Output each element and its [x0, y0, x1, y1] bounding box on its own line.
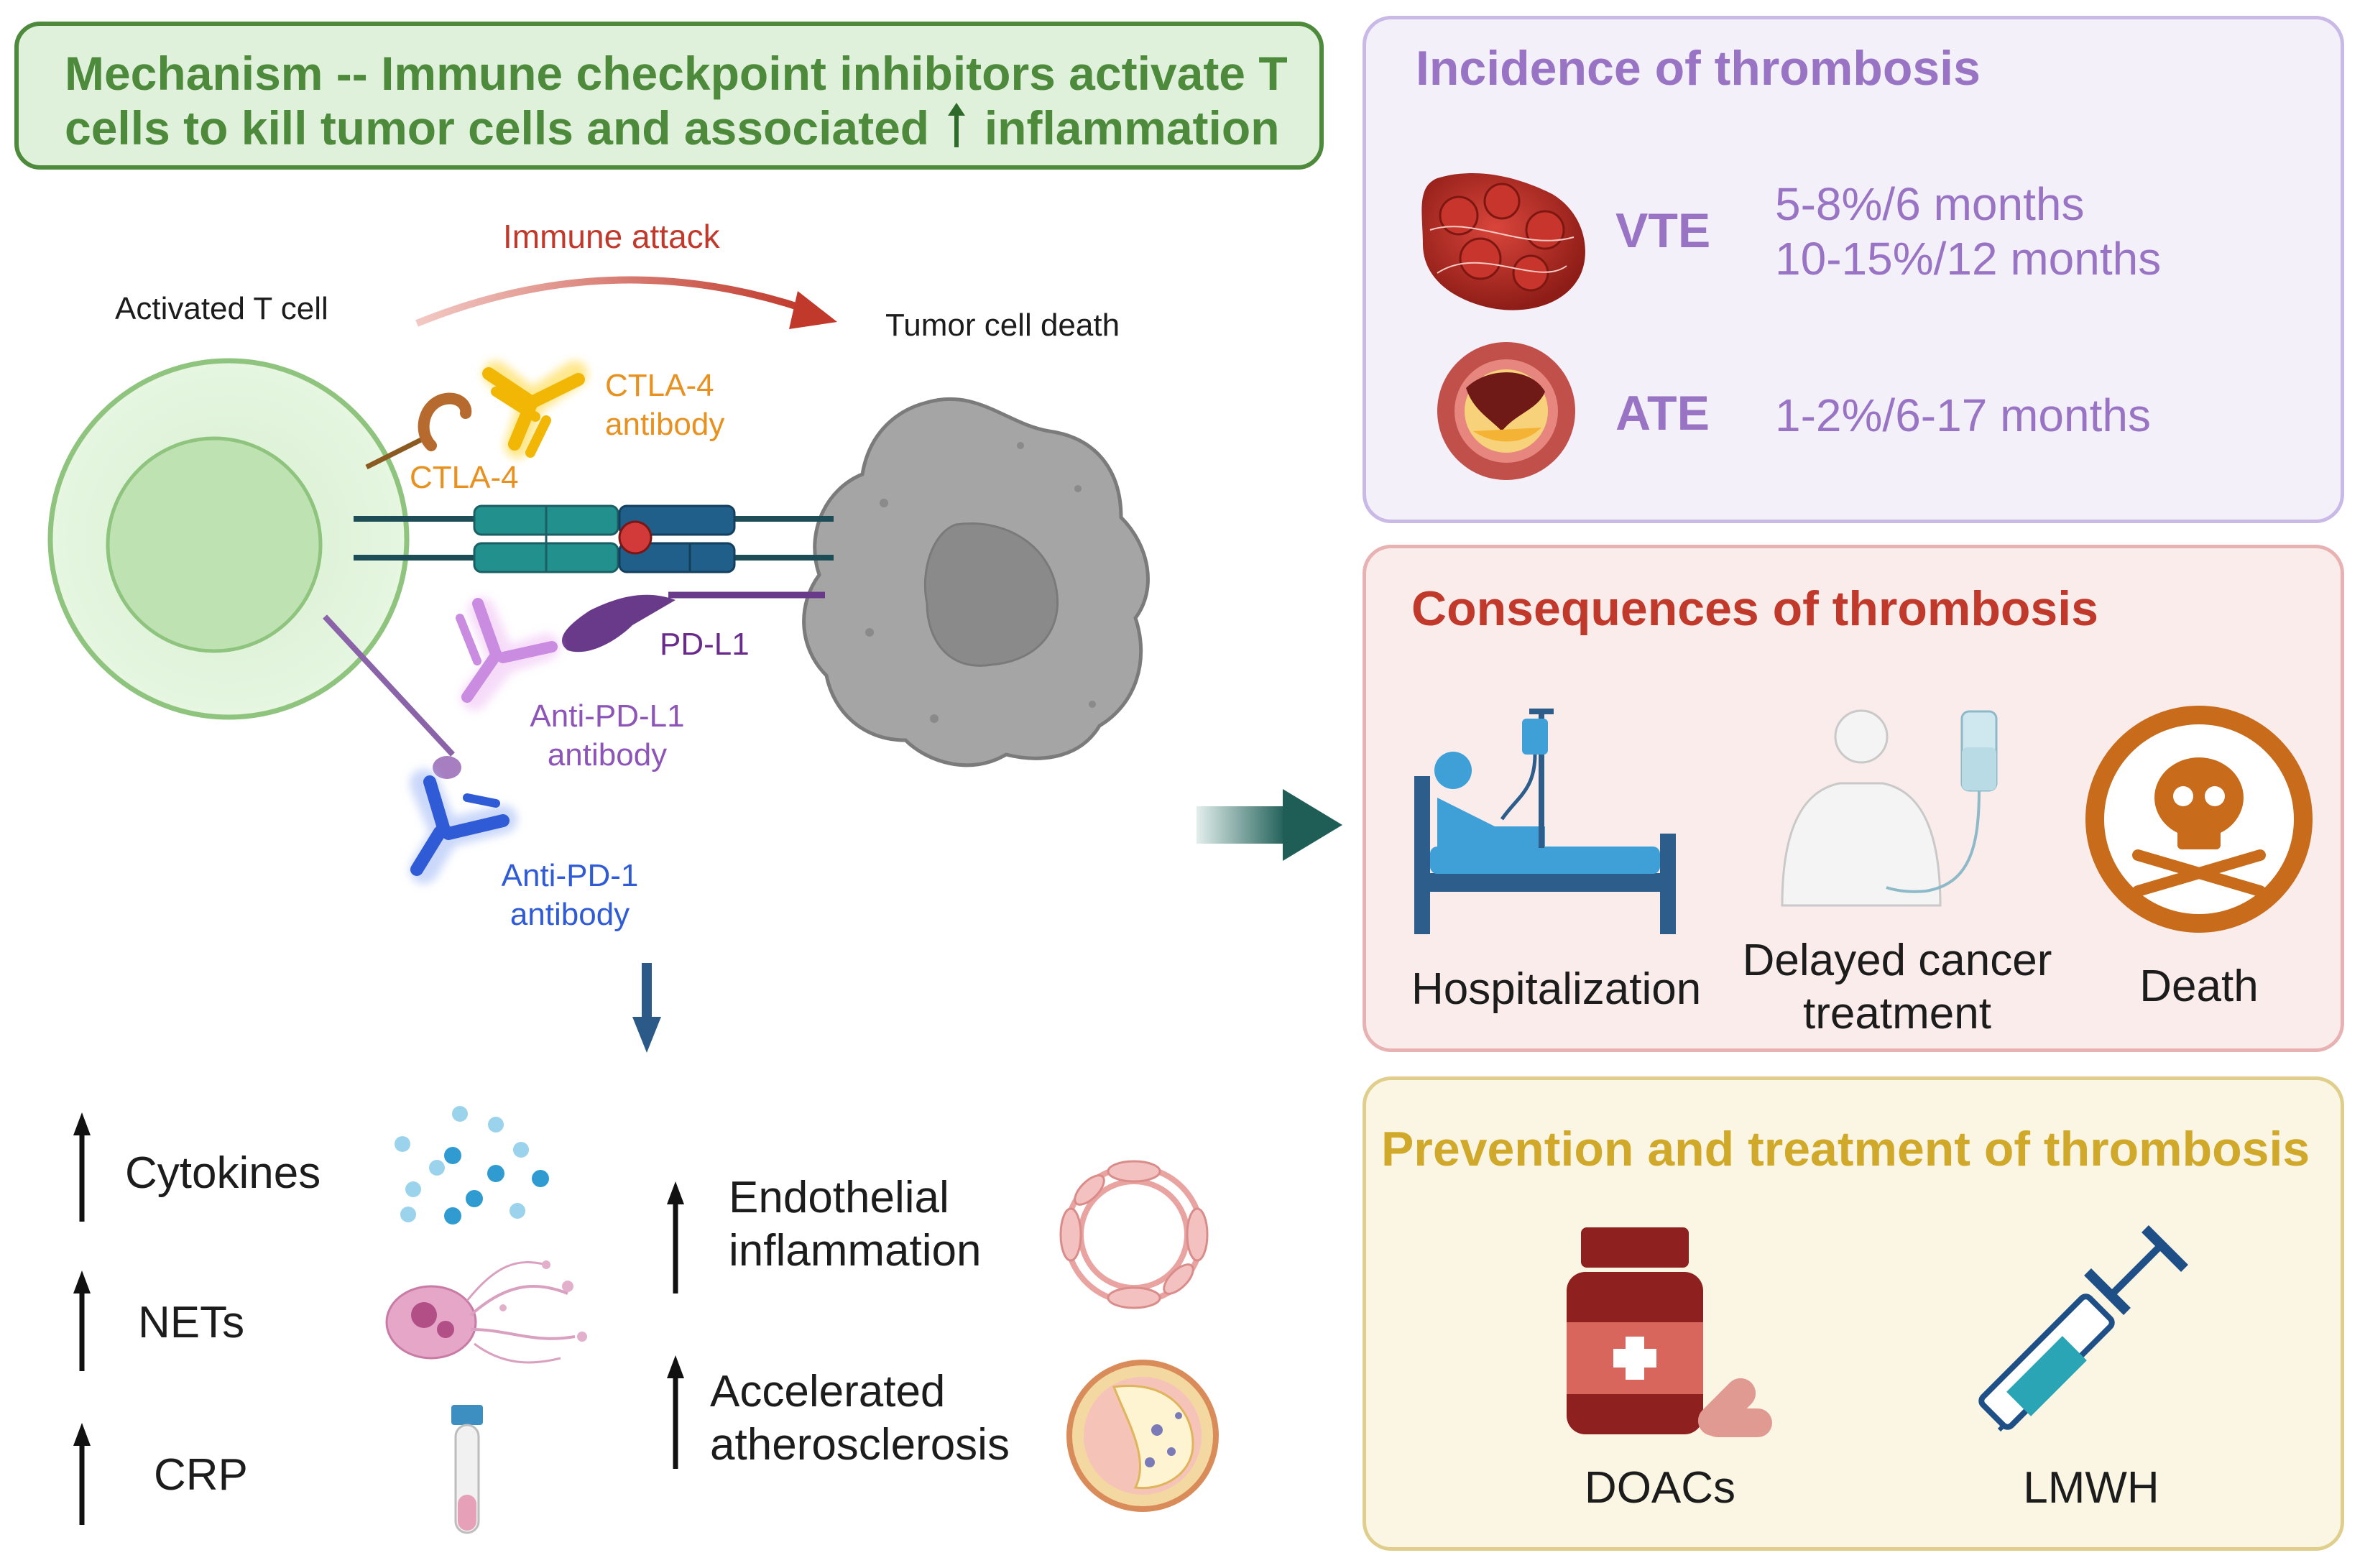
- hospitalization-label: Hospitalization: [1411, 964, 1702, 1014]
- up-arrow-icon: [73, 1270, 91, 1371]
- ctla4-antibody-label-1: CTLA-4: [605, 368, 714, 403]
- cytokines-icon: [395, 1106, 549, 1225]
- mechanism-title-line2-prefix: cells to kill tumor cells and associated: [65, 101, 930, 155]
- ctla4-receptor: [365, 392, 472, 470]
- tumor-cell: [802, 397, 1150, 767]
- ate-value: 1-2%/6-17 months: [1775, 389, 2151, 441]
- pill-bottle-icon: [1567, 1227, 1772, 1437]
- crp-tube-icon: [451, 1405, 483, 1534]
- atherosclerosis-icon: [1066, 1360, 1219, 1512]
- up-arrow-icon: [667, 1181, 684, 1293]
- mechanism-title-line2-suffix: inflammation: [984, 101, 1280, 155]
- crp-label: CRP: [154, 1450, 248, 1500]
- tumor-death-label: Tumor cell death: [885, 308, 1120, 343]
- mechanism-title-box: Mechanism -- Immune checkpoint inhibitor…: [14, 22, 1324, 170]
- anti-pdl1-label-2: antibody: [547, 737, 668, 773]
- pdl1-ligand: [561, 591, 825, 652]
- anti-pd1-label: Anti-PD-1 antibody: [494, 857, 645, 934]
- atherosclerosis-label-2: atherosclerosis: [710, 1420, 1010, 1470]
- up-arrow-icon: [73, 1112, 91, 1222]
- vte-clot-icon: [1421, 172, 1585, 310]
- incidence-title: Incidence of thrombosis: [1416, 41, 1981, 96]
- endothelial-label-2: inflammation: [729, 1226, 982, 1276]
- patient-iv-icon: [1781, 709, 1998, 907]
- ctla4-antibody-label-2: antibody: [605, 407, 725, 442]
- hospital-bed-icon: [1414, 709, 1676, 934]
- ate-artery-icon: [1437, 342, 1575, 480]
- ctla4-antibody-icon: [482, 361, 588, 458]
- ctla4-label: CTLA-4: [410, 460, 519, 495]
- delayed-treatment-label: Delayed cancer treatment: [1739, 934, 2055, 1041]
- ctla4-antibody-label: CTLA-4 antibody: [605, 366, 724, 444]
- endothelial-label-1: Endothelial: [729, 1173, 949, 1222]
- anti-pd1-label-2: antibody: [510, 897, 630, 932]
- vte-value: 5-8%/6 months 10-15%/12 months: [1775, 177, 2161, 286]
- delayed-treatment-label-1: Delayed cancer: [1742, 936, 2052, 985]
- pdl1-label: PD-L1: [660, 627, 750, 662]
- delayed-treatment-label-2: treatment: [1803, 989, 1991, 1038]
- atherosclerosis-label: Accelerated atherosclerosis: [710, 1365, 1010, 1472]
- up-arrow-icon: [73, 1423, 91, 1525]
- anti-pd1-antibody-icon: [410, 769, 517, 884]
- nets-icon: [385, 1260, 587, 1364]
- immune-attack-label: Immune attack: [503, 218, 720, 255]
- atherosclerosis-label-1: Accelerated: [710, 1367, 946, 1416]
- anti-pd1-label-1: Anti-PD-1: [501, 858, 639, 893]
- t-cell-label: Activated T cell: [115, 291, 328, 326]
- prevention-panel: [1363, 1076, 2344, 1551]
- vte-label: VTE: [1615, 203, 1711, 258]
- death-label: Death: [2139, 961, 2259, 1011]
- cytokines-label: Cytokines: [125, 1148, 321, 1198]
- ate-label: ATE: [1615, 386, 1710, 441]
- right-arrow-icon: [1197, 789, 1342, 861]
- anti-pdl1-label-1: Anti-PD-L1: [530, 698, 685, 734]
- nets-label: NETs: [138, 1298, 245, 1347]
- syringe-icon: [1978, 1225, 2188, 1432]
- endothelial-icon: [1059, 1160, 1209, 1309]
- endothelial-label: Endothelial inflammation: [729, 1171, 981, 1278]
- pd1-receptor: [323, 614, 461, 779]
- lmwh-label: LMWH: [2023, 1463, 2159, 1513]
- mechanism-title-line1: Mechanism -- Immune checkpoint inhibitor…: [65, 47, 1288, 100]
- mechanism-title: Mechanism -- Immune checkpoint inhibitor…: [65, 46, 1301, 155]
- anti-pdl1-antibody-icon: [456, 597, 560, 711]
- vte-value-1: 5-8%/6 months: [1775, 178, 2085, 230]
- tcr-mhc-complex: [354, 504, 834, 573]
- prevention-title: Prevention and treatment of thrombosis: [1381, 1122, 2310, 1176]
- immune-attack-arrow: [415, 276, 837, 329]
- skull-crossbones-icon: [2085, 706, 2313, 933]
- consequences-title: Consequences of thrombosis: [1411, 581, 2098, 636]
- t-cell: [47, 358, 410, 720]
- vte-value-2: 10-15%/12 months: [1775, 233, 2162, 285]
- up-arrow-icon: [667, 1355, 684, 1469]
- up-arrow-icon: [948, 103, 966, 147]
- down-arrow-icon: [632, 963, 661, 1053]
- doacs-label: DOACs: [1584, 1463, 1736, 1513]
- anti-pdl1-label: Anti-PD-L1 antibody: [525, 697, 690, 775]
